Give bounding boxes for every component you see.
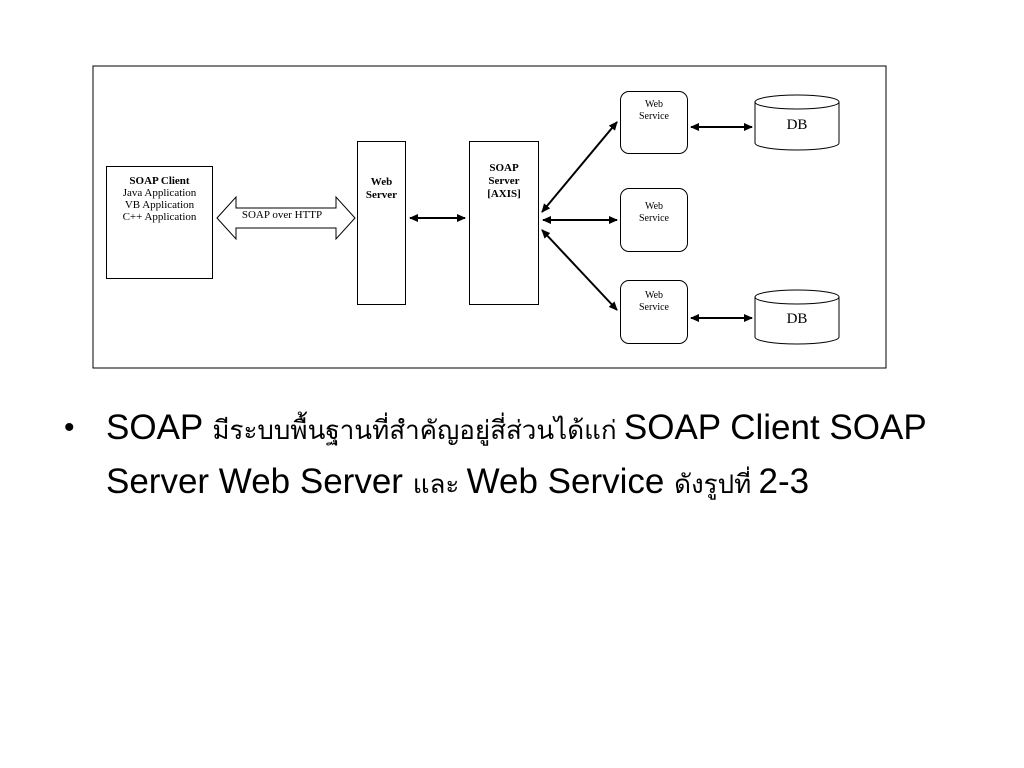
web-service-2-line-1: Web <box>644 201 664 212</box>
bullet-text: SOAP มีระบบพื้นฐานที่สำคัญอยู่สี่ส่วนได้… <box>106 402 964 510</box>
soap-client-title: SOAP Client <box>129 175 190 187</box>
database-cylinder-1 <box>754 94 840 151</box>
bullet-part-components: SOAP Client SOAP Server Web Server <box>106 408 927 501</box>
bullet-part-web-service: Web Service <box>466 462 675 501</box>
database-label-2: DB <box>786 311 808 327</box>
soap-server-line-2: Server <box>488 175 520 187</box>
web-service-1-line-2: Service <box>639 111 669 122</box>
client-line-cpp: C++ Application <box>122 211 197 223</box>
web-service-box-1: Web Service <box>620 91 688 154</box>
soapserver-service3-arrow <box>541 229 618 311</box>
architecture-diagram <box>92 65 887 369</box>
soap-over-http-arrow <box>216 195 356 241</box>
web-server-line-1: Web <box>370 176 393 188</box>
web-server-box: Web Server <box>357 141 406 305</box>
soap-server-line-1: SOAP <box>489 162 519 174</box>
bullet-part-soap: SOAP <box>106 408 213 447</box>
bullet-dot-icon: • <box>64 411 75 444</box>
soap-server-box: SOAP Server [AXIS] <box>469 141 539 305</box>
database-cylinder-2 <box>754 289 840 345</box>
soap-server-line-3: [AXIS] <box>487 188 521 200</box>
web-service-2-line-2: Service <box>639 213 669 224</box>
bullet-part-figure-number: 2-3 <box>758 462 810 501</box>
client-line-vb: VB Application <box>124 199 195 211</box>
bullet-part-thai-1: มีระบบพื้นฐานที่สำคัญอยู่สี่ส่วนได้แก่ <box>212 415 624 445</box>
client-line-java: Java Application <box>122 187 197 199</box>
soap-client-box: SOAP Client Java Application VB Applicat… <box>106 166 213 279</box>
web-service-3-line-1: Web <box>644 290 664 301</box>
database-label-1: DB <box>786 117 808 133</box>
bullet-part-thai-and: และ <box>412 469 467 499</box>
bullet-point: • SOAP มีระบบพื้นฐานที่สำคัญอยู่สี่ส่วนไ… <box>64 402 964 510</box>
bullet-part-thai-figure: ดังรูปที่ <box>674 469 759 499</box>
web-server-line-2: Server <box>365 189 398 201</box>
soap-over-http-label: SOAP over HTTP <box>241 209 323 221</box>
web-service-1-line-1: Web <box>644 99 664 110</box>
web-service-box-3: Web Service <box>620 280 688 344</box>
soapserver-service1-arrow <box>541 121 618 213</box>
web-service-3-line-2: Service <box>639 302 669 313</box>
web-service-box-2: Web Service <box>620 188 688 252</box>
